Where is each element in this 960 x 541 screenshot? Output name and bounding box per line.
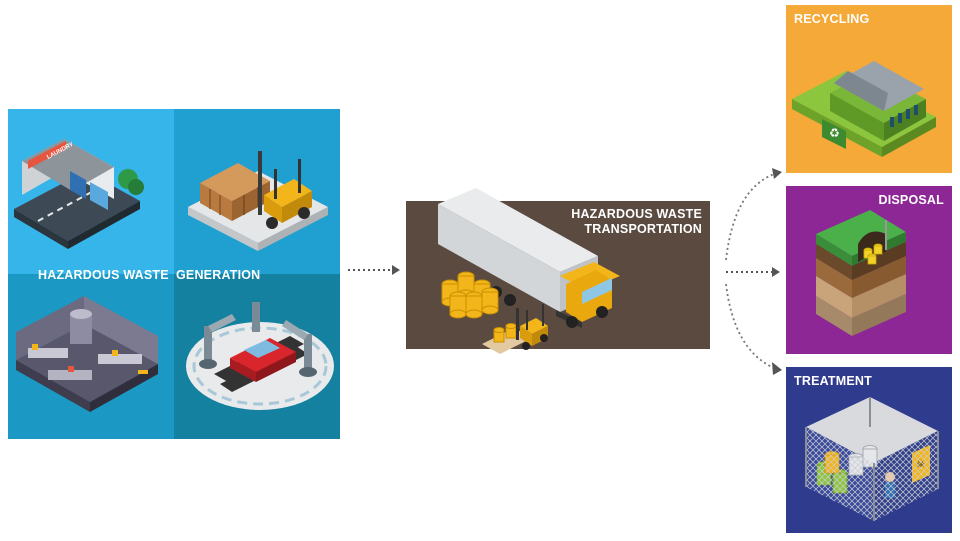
quadrant-factory [8, 274, 174, 439]
disposal-label: DISPOSAL [878, 193, 944, 207]
factory-interior-icon [16, 296, 158, 412]
quadrant-car-assembly [174, 274, 340, 439]
transportation-title-line2: TRANSPORTATION [584, 222, 702, 236]
truck-icon [438, 188, 620, 328]
recycling-label: RECYCLING [794, 12, 870, 26]
robotic-car-assembly-icon [186, 302, 334, 410]
generation-label-left: HAZARDOUS WASTE [38, 268, 169, 282]
landfill-cross-section-icon [816, 210, 906, 336]
quadrant-warehouse [174, 109, 340, 274]
arrow-to-transportation [348, 265, 400, 275]
disposal-panel: DISPOSAL [786, 186, 952, 354]
svg-text:♻: ♻ [829, 126, 840, 140]
truck-scene [438, 188, 620, 354]
treatment-label: TREATMENT [794, 374, 872, 388]
arrows-to-destinations [725, 168, 782, 375]
recycling-panel: RECYCLING ♻ [786, 5, 952, 173]
fenced-storage-cage-icon: ☠ [805, 397, 939, 521]
quadrant-laundry: LAUNDRY [8, 109, 174, 274]
generation-panel: LAUNDRY [8, 109, 340, 439]
generation-label-right: GENERATION [176, 268, 261, 282]
recycling-plant-icon: ♻ [792, 61, 936, 157]
treatment-panel: TREATMENT ☠ [786, 367, 952, 533]
transportation-title-line1: HAZARDOUS WASTE [571, 207, 702, 221]
forklift-icon [482, 304, 548, 354]
barrels-icon [441, 271, 499, 319]
laundry-shop-icon: LAUNDRY [14, 139, 144, 249]
forklift-with-crates-icon [188, 151, 328, 251]
